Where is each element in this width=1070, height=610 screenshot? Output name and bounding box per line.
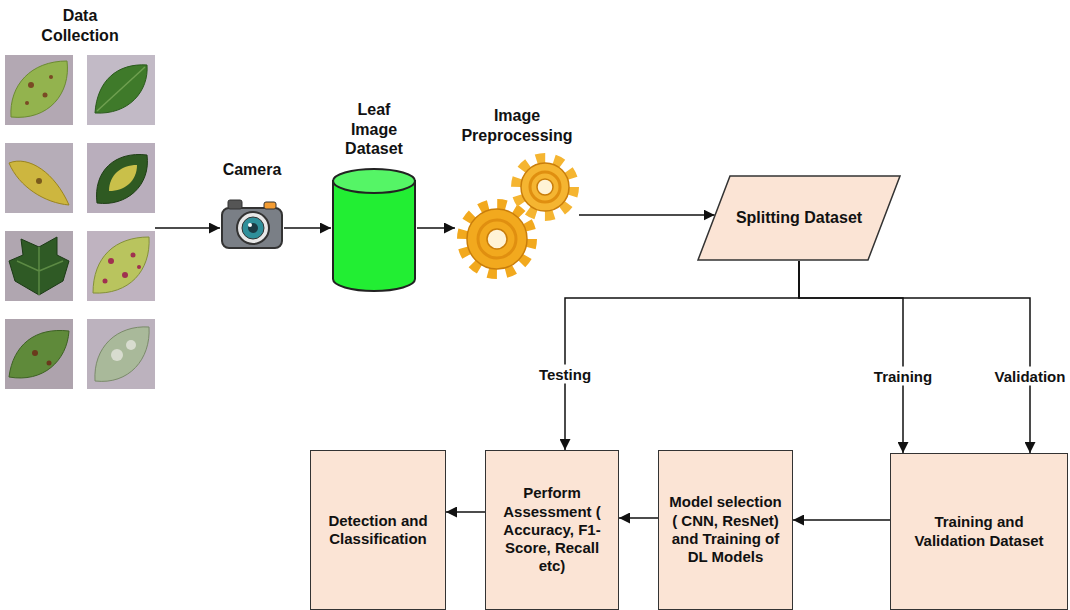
process-box: Model selection ( CNN, ResNet) and Train… bbox=[658, 450, 793, 610]
flow-arrow bbox=[793, 519, 890, 521]
node-heading: Image Preprocessing bbox=[457, 106, 577, 145]
edge-label: Training bbox=[870, 366, 936, 385]
node-heading: Camera bbox=[207, 160, 297, 180]
data-parallelogram: Splitting Dataset bbox=[697, 175, 901, 261]
preprocessing-gears-art bbox=[455, 151, 579, 283]
dataset-cylinder-symbol bbox=[333, 169, 415, 291]
camera-icon-symbol bbox=[222, 200, 282, 248]
preprocessing-gears: Image Preprocessing bbox=[455, 106, 579, 283]
edge-label: Validation bbox=[991, 366, 1070, 385]
flow-arrow bbox=[619, 517, 658, 519]
flow-arrow bbox=[155, 227, 220, 229]
process-box: Detection and Classification bbox=[310, 450, 446, 610]
node-heading: Data Collection bbox=[25, 6, 135, 45]
node-label: Model selection ( CNN, ResNet) and Train… bbox=[666, 493, 785, 566]
camera-icon: Camera bbox=[218, 160, 286, 250]
node-label: Splitting Dataset bbox=[736, 208, 862, 228]
flow-arrow bbox=[799, 261, 1030, 453]
process-box: Perform Assessment ( Accuracy, F1-Score,… bbox=[485, 450, 619, 610]
flow-arrow bbox=[446, 511, 485, 513]
node-heading: Leaf Image Dataset bbox=[334, 100, 414, 159]
node-label: Training and Validation Dataset bbox=[898, 513, 1060, 550]
data-collection-grid: Data Collection bbox=[5, 6, 155, 390]
node-label: Detection and Classification bbox=[318, 512, 438, 549]
flow-arrow bbox=[565, 261, 799, 450]
node-label: Perform Assessment ( Accuracy, F1-Score,… bbox=[493, 484, 611, 575]
dataset-cylinder-art bbox=[331, 167, 417, 293]
flow-arrow bbox=[284, 227, 331, 229]
process-box: Training and Validation Dataset bbox=[890, 453, 1068, 610]
flow-arrow bbox=[579, 214, 715, 216]
data-collection-grid-symbol bbox=[5, 55, 155, 389]
dataset-cylinder: Leaf Image Dataset bbox=[330, 100, 418, 293]
preprocessing-gears-symbol bbox=[462, 158, 574, 274]
camera-icon-art bbox=[220, 194, 284, 250]
flow-arrow bbox=[799, 261, 903, 453]
flow-arrow bbox=[417, 227, 455, 229]
parallelogram-shape bbox=[698, 176, 900, 260]
edge-label: Testing bbox=[535, 365, 595, 384]
data-collection-grid-art bbox=[5, 55, 155, 390]
